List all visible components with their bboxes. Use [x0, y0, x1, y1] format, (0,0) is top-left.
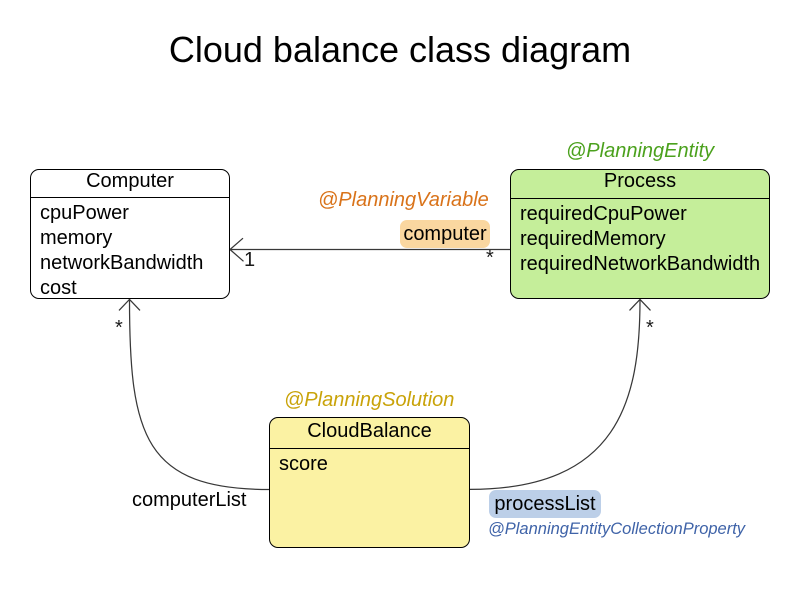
class-process-name: Process: [511, 170, 769, 199]
attribute: requiredNetworkBandwidth: [520, 252, 761, 275]
arrowhead-computer-list: [118, 298, 141, 311]
class-cloudbalance-name: CloudBalance: [270, 418, 469, 449]
arrowhead-process-list: [629, 298, 651, 311]
attribute: score: [279, 452, 328, 475]
multiplicity-star-computer-list: *: [115, 317, 123, 339]
attribute: memory: [40, 226, 113, 249]
attribute: requiredMemory: [520, 227, 666, 250]
label-computer-variable[interactable]: computer: [400, 220, 490, 248]
edge-cloudbalance-to-process: [469, 299, 641, 491]
diagram-title: Cloud balance class diagram: [168, 28, 632, 70]
label-computer-list: computerList: [132, 489, 247, 511]
annotation-planning-entity: @PlanningEntity: [566, 140, 715, 162]
multiplicity-star-process: *: [486, 247, 494, 269]
attribute: cpuPower: [40, 201, 129, 224]
annotation-planning-variable: @PlanningVariable: [318, 189, 489, 211]
edge-cloudbalance-to-computer: [128, 299, 270, 491]
class-process-attributes: requiredCpuPower requiredMemory required…: [511, 199, 769, 277]
class-cloudbalance[interactable]: CloudBalance score: [269, 417, 470, 548]
class-cloudbalance-attributes: score: [270, 449, 469, 477]
attribute: networkBandwidth: [40, 251, 204, 274]
arrowhead-computer: [229, 237, 244, 262]
class-computer-attributes: cpuPower memory networkBandwidth cost: [31, 198, 229, 301]
annotation-planning-entity-collection-property: @PlanningEntityCollectionProperty: [488, 520, 746, 538]
class-computer-name: Computer: [31, 170, 229, 198]
multiplicity-star-process-list: *: [646, 317, 654, 339]
annotation-planning-solution: @PlanningSolution: [284, 389, 455, 411]
multiplicity-one: 1: [244, 249, 256, 271]
class-computer[interactable]: Computer cpuPower memory networkBandwidt…: [30, 169, 230, 299]
attribute: requiredCpuPower: [520, 202, 687, 225]
attribute: cost: [40, 276, 77, 299]
class-process[interactable]: Process requiredCpuPower requiredMemory …: [510, 169, 770, 299]
label-process-list[interactable]: processList: [489, 490, 601, 518]
